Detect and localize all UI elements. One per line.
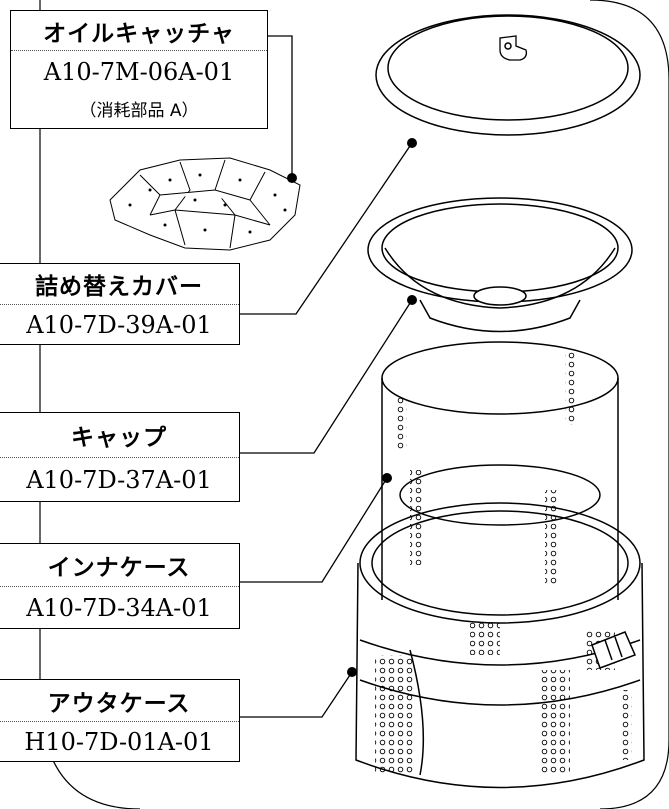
leader-lines: [240, 35, 413, 718]
part-number: A10-7D-39A-01: [26, 311, 212, 339]
part-number: A10-7D-34A-01: [26, 594, 212, 622]
part-number: H10-7D-01A-01: [24, 728, 214, 756]
oil-catcher-granules-drawing: [109, 157, 301, 251]
part-label-cap: キャップ A10-7D-37A-01: [0, 412, 240, 502]
part-name: アウタケース: [0, 680, 239, 722]
leader-dot-inner-case: [382, 473, 392, 483]
part-number: A10-7D-37A-01: [26, 466, 212, 494]
leader-line-oil-catcher: [268, 35, 293, 178]
bowl-drawing: [367, 197, 633, 333]
part-number: A10-7M-06A-01: [43, 58, 235, 86]
leader-line-outer-case: [240, 671, 353, 718]
part-note: （消耗部品 A）: [79, 100, 199, 121]
leader-dots: [287, 138, 417, 677]
part-name: オイルキャッチャ: [11, 11, 267, 51]
part-label-refill-cover: 詰め替えカバー A10-7D-39A-01: [0, 263, 240, 345]
part-name: キャップ: [0, 413, 239, 458]
part-label-inner-case: インナケース A10-7D-34A-01: [0, 543, 240, 629]
leader-line-inner-case: [240, 477, 388, 583]
part-name: インナケース: [0, 544, 239, 587]
leader-dot-oil-catcher: [287, 173, 297, 183]
outer-case-drawing: [355, 502, 645, 789]
leader-dot-outer-case: [347, 667, 357, 677]
leader-line-cap: [240, 299, 413, 454]
part-name: 詰め替えカバー: [0, 264, 239, 305]
lid-drawing: [375, 14, 641, 136]
frame-border-right: [589, 0, 669, 809]
part-label-oil-catcher: オイルキャッチャ A10-7M-06A-01 （消耗部品 A）: [10, 10, 268, 129]
part-label-outer-case: アウタケース H10-7D-01A-01: [0, 679, 240, 762]
inner-case-drawing: [381, 341, 619, 600]
leader-line-refill-cover: [240, 142, 413, 315]
leader-dot-cap: [407, 295, 417, 305]
leader-dot-refill-cover: [407, 138, 417, 148]
